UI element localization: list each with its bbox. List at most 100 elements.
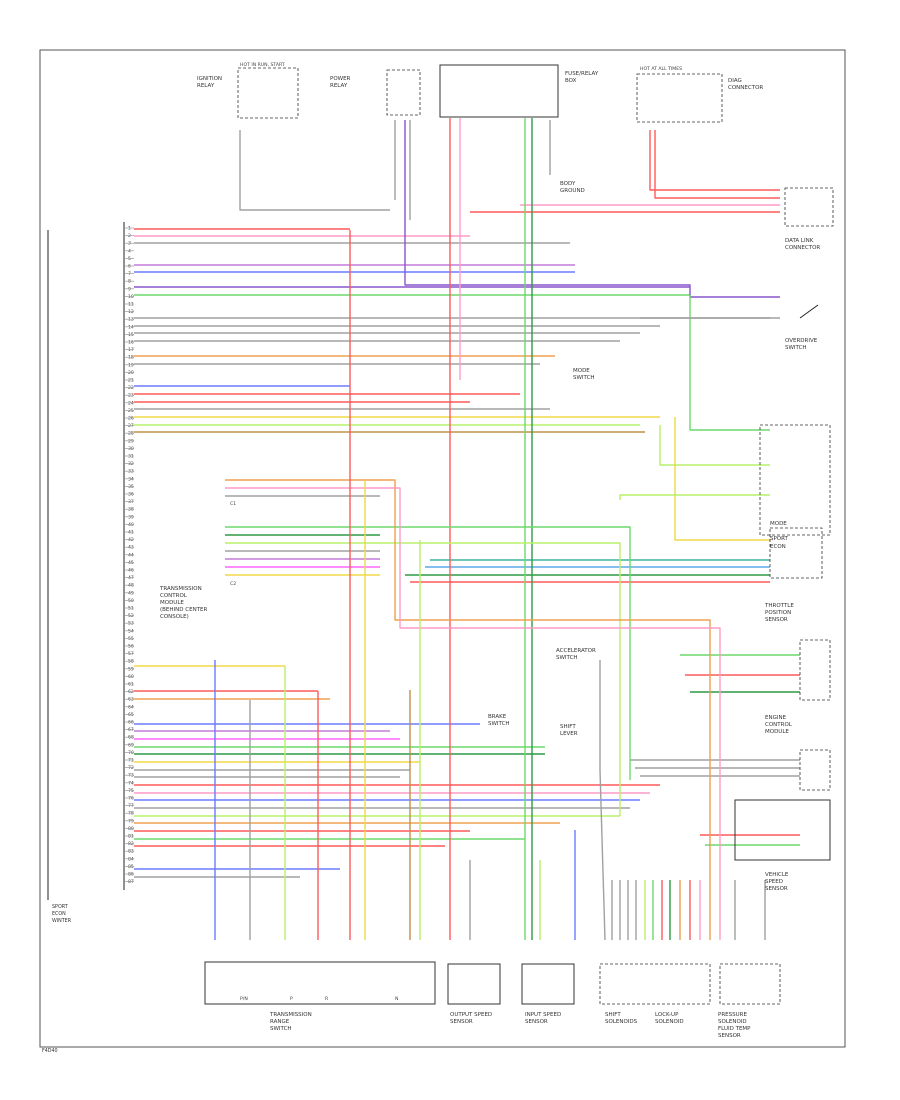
throttle-sensor-box	[799, 639, 831, 701]
pin-number: 15	[128, 332, 134, 338]
pin-number: 49	[128, 590, 134, 596]
pin-number: 81	[128, 834, 134, 840]
shift-solenoids-box	[599, 963, 711, 1005]
pin-number: 59	[128, 666, 134, 672]
wire-c2-run-2	[380, 542, 621, 816]
tcm-label-3: MODULE	[160, 600, 184, 606]
pin-number: 72	[128, 765, 134, 771]
pin-number: 3	[128, 241, 131, 247]
pin-number: 23	[128, 393, 134, 399]
pin-number: 35	[128, 484, 134, 490]
pin-number: 76	[128, 796, 134, 802]
tcm-connector: 1234567891011121314151617181920212223242…	[47, 222, 134, 900]
hot-at-all-times-box	[636, 73, 723, 123]
pin-number: 32	[128, 461, 134, 467]
diagram-frame	[39, 49, 846, 1048]
connector-tag-c1: C1	[230, 501, 236, 507]
pin-number: 41	[128, 530, 134, 536]
pin-number: 24	[128, 400, 134, 406]
pin-number: 46	[128, 568, 134, 574]
pin-number: 61	[128, 682, 134, 688]
throttle-sensor-label-1: THROTTLE	[764, 603, 794, 609]
pin-number: 21	[128, 378, 134, 384]
pin-number: 71	[128, 758, 134, 764]
fluid-temp-label-2: SENSOR	[718, 1033, 741, 1039]
pin-number: 30	[128, 446, 134, 452]
right-components: DATA LINK CONNECTOR OVERDRIVE SWITCH MOD…	[734, 187, 834, 892]
hot-at-all-times-label: HOT AT ALL TIMES	[640, 66, 682, 72]
pin-number: 13	[128, 317, 134, 323]
mode-switch-box	[759, 424, 831, 536]
left-caption-1: SPORT	[52, 904, 68, 910]
pin-number: 63	[128, 697, 134, 703]
speed-sensor-label-3: SENSOR	[765, 886, 788, 892]
tcm-label-2: CONTROL	[160, 593, 188, 599]
pin-number: 86	[128, 872, 134, 878]
pin-number: 19	[128, 362, 134, 368]
brake-switch-label-2: SWITCH	[488, 721, 510, 727]
pin-number: 4	[128, 248, 131, 254]
input-speed-sensor-box	[521, 963, 575, 1005]
pin-number: 16	[128, 340, 134, 346]
pin-number: 7	[128, 271, 131, 277]
pin-number: 67	[128, 727, 134, 733]
trans-range-label-3: SWITCH	[270, 1026, 292, 1032]
hot-in-run-label: HOT IN RUN, START	[240, 62, 285, 68]
pressure-solenoid-label-1: PRESSURE	[718, 1012, 747, 1018]
pin-number: 6	[128, 264, 131, 270]
footer-code: F4D40	[42, 1048, 58, 1054]
lockup-solenoid-label-2: SOLENOID	[655, 1019, 684, 1025]
pin-number: 2	[128, 233, 131, 239]
overdrive-switch-contact	[799, 304, 819, 319]
pin-number: 56	[128, 644, 134, 650]
pin-number: 73	[128, 773, 134, 779]
pin-number: 25	[128, 408, 134, 414]
pin-number: 75	[128, 788, 134, 794]
speed-sensor-label-2: SPEED	[765, 879, 783, 885]
accel-switch-label-1: ACCELERATOR	[556, 648, 596, 654]
wire-ign-1	[239, 130, 390, 211]
ignition-relay-label-1: IGNITION	[197, 76, 222, 82]
tcm-label-4: (BEHIND CENTER	[160, 607, 208, 613]
pin-number: 60	[128, 674, 134, 680]
pin-number: 50	[128, 598, 134, 604]
ecm-label-3: MODULE	[765, 729, 789, 735]
ecm-label-2: CONTROL	[765, 722, 793, 728]
pin-number: 84	[128, 856, 134, 862]
pin-number: 52	[128, 613, 134, 619]
ecm-label-1: ENGINE	[765, 715, 787, 721]
power-relay-label-2: RELAY	[330, 83, 348, 89]
wire-c1-run-2	[380, 487, 721, 940]
pin-number: 1	[128, 226, 131, 232]
pin-number: 62	[128, 689, 134, 695]
pin-number: 58	[128, 659, 134, 665]
wire-od-1	[689, 295, 770, 431]
ecm-box	[799, 749, 831, 791]
pin-number: 80	[128, 826, 134, 832]
wire-harness	[134, 118, 800, 941]
trans-range-label-2: RANGE	[270, 1019, 290, 1025]
power-relay-box	[386, 69, 421, 116]
pin-number: 78	[128, 811, 134, 817]
throttle-sensor-label-3: SENSOR	[765, 617, 788, 623]
output-speed-label-2: SENSOR	[450, 1019, 473, 1025]
wire-hot-1	[649, 130, 780, 191]
pin-number: 77	[128, 803, 134, 809]
pin-number: 10	[128, 294, 134, 300]
pin-number: 26	[128, 416, 134, 422]
ignition-relay-box	[237, 67, 299, 119]
pin-number: 79	[128, 818, 134, 824]
pin-number: 55	[128, 636, 134, 642]
pin-number: 83	[128, 849, 134, 855]
pin-number: 22	[128, 385, 134, 391]
tcm-label-1: TRANSMISSION	[159, 586, 202, 592]
shift-lever-label-1: SHIFT	[560, 724, 576, 730]
pin-number: 8	[128, 279, 131, 285]
pin-number: 43	[128, 545, 134, 551]
throttle-sensor-label-2: POSITION	[765, 610, 791, 616]
pin-number: 53	[128, 621, 134, 627]
pin-number: 44	[128, 552, 134, 558]
mode-switch-side-label-2: SWITCH	[573, 375, 595, 381]
pin-number: 47	[128, 575, 134, 581]
